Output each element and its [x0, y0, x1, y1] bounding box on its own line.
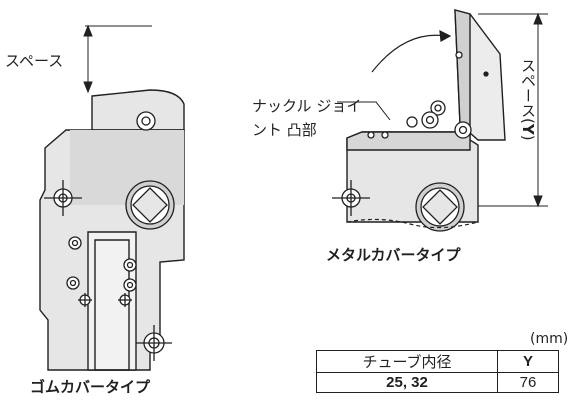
table-row: 25, 32 76 [316, 372, 559, 393]
y-dimension-text: スペース [519, 58, 537, 118]
header-y: Y [497, 350, 559, 373]
rubber-fittings [44, 111, 175, 361]
y-dimension-symbol: Y [519, 123, 537, 135]
metal-cover-caption: メタルカバータイプ [326, 246, 461, 264]
break-line [346, 218, 479, 229]
header-bore: チューブ内径 [316, 350, 498, 373]
table-header-row: チューブ内径 Y [316, 350, 559, 373]
unit-label: (mm) [530, 331, 569, 347]
space-label: スペース [5, 52, 64, 70]
open-arrow [371, 29, 452, 73]
rubber-cover-body [39, 89, 185, 371]
callout-leader [337, 101, 391, 121]
dimension-table: チューブ内径 Y 25, 32 76 [316, 350, 559, 393]
cell-y: 76 [497, 372, 559, 393]
knuckle-joint-callout: ナックル ジョイント 凸部 [252, 97, 362, 139]
knuckle-joint [367, 51, 489, 139]
metal-fittings [332, 180, 465, 232]
cell-bore: 25, 32 [316, 372, 498, 393]
y-dimension [478, 12, 548, 208]
y-dimension-label: スペース(Y) [519, 58, 537, 141]
rubber-cover-caption: ゴムカバータイプ [30, 378, 151, 396]
space-dimension [83, 24, 152, 94]
